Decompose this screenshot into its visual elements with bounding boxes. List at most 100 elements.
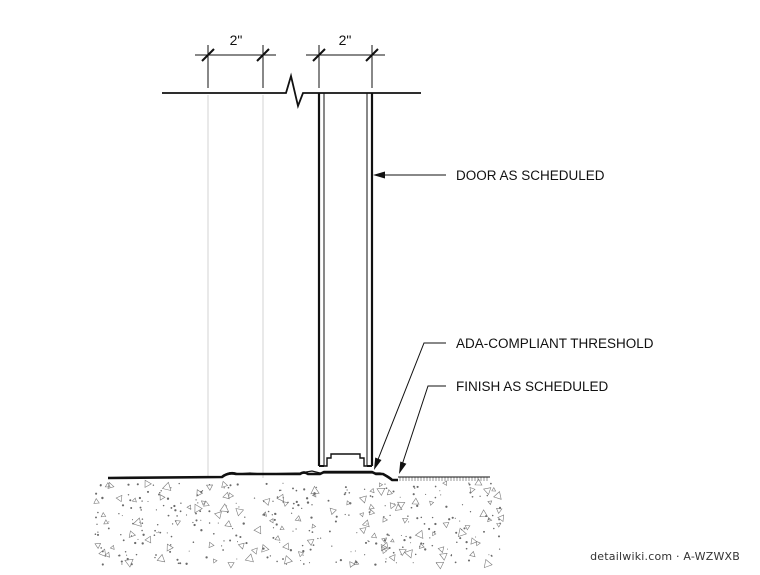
door-bottom-sweep bbox=[324, 453, 367, 467]
dimension-left bbox=[195, 45, 276, 88]
dimension-right-tick-b bbox=[365, 48, 379, 62]
aggregate-speck bbox=[141, 529, 143, 532]
aggregate-speck bbox=[96, 533, 100, 536]
aggregate-speck bbox=[159, 494, 166, 501]
aggregate-speck bbox=[344, 491, 347, 494]
aggregate-speck bbox=[382, 548, 388, 555]
aggregate-speck bbox=[266, 556, 269, 559]
aggregate-speck bbox=[368, 503, 375, 510]
aggregate-speck bbox=[138, 496, 142, 500]
aggregate-speck bbox=[175, 520, 177, 522]
door-leaf bbox=[317, 93, 374, 467]
aggregate-speck bbox=[483, 487, 492, 496]
aggregate-speck bbox=[195, 519, 198, 522]
aggregate-speck bbox=[155, 509, 157, 511]
aggregate-speck bbox=[471, 495, 474, 498]
aggregate-speck bbox=[385, 558, 387, 560]
aggregate-speck bbox=[295, 528, 297, 530]
aggregate-speck bbox=[235, 508, 245, 517]
aggregate-speck bbox=[311, 531, 314, 533]
aggregate-speck bbox=[176, 558, 179, 561]
aggregate-speck bbox=[370, 532, 377, 539]
aggregate-speck bbox=[474, 478, 483, 486]
aggregate-speck bbox=[499, 506, 501, 509]
aggregate-speck bbox=[442, 480, 448, 486]
aggregate-speck bbox=[272, 536, 275, 539]
aggregate-speck bbox=[418, 542, 425, 549]
aggregate-speck bbox=[195, 499, 197, 501]
aggregate-speck bbox=[439, 553, 448, 561]
aggregate-speck bbox=[269, 555, 272, 557]
aggregate-speck bbox=[154, 556, 156, 559]
aggregate-speck bbox=[236, 483, 239, 486]
aggregate-speck bbox=[470, 537, 478, 545]
aggregate-speck bbox=[122, 539, 125, 542]
aggregate-speck bbox=[239, 535, 242, 539]
aggregate-speck bbox=[437, 546, 445, 554]
aggregate-speck bbox=[208, 541, 215, 549]
aggregate-speck bbox=[383, 515, 385, 518]
aggregate-speck bbox=[348, 514, 350, 516]
aggregate-speck bbox=[124, 551, 127, 553]
aggregate-speck bbox=[467, 559, 471, 562]
aggregate-speck bbox=[409, 536, 412, 539]
aggregate-speck bbox=[455, 531, 458, 534]
aggregate-speck bbox=[223, 540, 225, 542]
aggregate-speck bbox=[126, 554, 128, 556]
aggregate-speck bbox=[174, 509, 177, 512]
aggregate-speck bbox=[485, 515, 488, 518]
aggregate-speck bbox=[311, 523, 317, 529]
aggregate-speck bbox=[469, 550, 476, 558]
dimension-right bbox=[306, 45, 385, 88]
aggregate-speck bbox=[423, 523, 426, 525]
aggregate-speck bbox=[380, 541, 389, 550]
aggregate-speck bbox=[386, 489, 393, 496]
aggregate-speck bbox=[236, 558, 238, 560]
aggregate-speck bbox=[214, 511, 222, 520]
aggregate-speck bbox=[236, 541, 239, 543]
aggregate-speck bbox=[424, 548, 427, 551]
aggregate-speck bbox=[461, 504, 464, 506]
aggregate-speck bbox=[392, 551, 395, 554]
aggregate-speck bbox=[201, 490, 204, 492]
aggregate-speck bbox=[171, 523, 174, 525]
aggregate-speck bbox=[245, 542, 248, 545]
aggregate-speck bbox=[135, 553, 138, 556]
aggregate-speck bbox=[312, 544, 315, 546]
callout-finish: FINISH AS SCHEDULED bbox=[456, 379, 609, 394]
aggregate-speck bbox=[329, 507, 337, 516]
aggregate-speck bbox=[295, 500, 298, 504]
aggregate-speck bbox=[221, 480, 229, 488]
aggregate-speck bbox=[394, 503, 403, 511]
aggregate-speck bbox=[403, 538, 406, 542]
aggregate-speck bbox=[94, 533, 97, 535]
aggregate-speck bbox=[147, 500, 149, 503]
aggregate-speck bbox=[431, 516, 434, 519]
aggregate-speck bbox=[250, 547, 258, 555]
aggregate-speck bbox=[253, 525, 262, 535]
aggregate-speck bbox=[463, 527, 466, 530]
aggregate-speck bbox=[374, 563, 377, 566]
aggregate-speck bbox=[173, 504, 176, 508]
leader-finish-line bbox=[401, 385, 446, 466]
aggregate-speck bbox=[491, 514, 494, 517]
aggregate-speck bbox=[435, 562, 438, 564]
aggregate-speck bbox=[160, 490, 162, 492]
aggregate-speck bbox=[97, 511, 99, 514]
aggregate-speck bbox=[464, 525, 471, 531]
aggregate-speck bbox=[294, 515, 302, 522]
aggregate-speck bbox=[217, 522, 219, 524]
aggregate-speck bbox=[228, 492, 235, 499]
aggregate-speck bbox=[154, 529, 156, 532]
aggregate-speck bbox=[388, 534, 390, 537]
aggregate-speck bbox=[401, 546, 404, 549]
aggregate-speck bbox=[404, 549, 413, 559]
aggregate-speck bbox=[120, 533, 122, 536]
aggregate-speck bbox=[379, 482, 384, 488]
aggregate-speck bbox=[98, 548, 107, 557]
aggregate-speck bbox=[425, 493, 427, 495]
aggregate-speck bbox=[279, 525, 285, 531]
aggregate-speck bbox=[158, 531, 160, 533]
watermark-code: A-WZWXB bbox=[683, 550, 740, 563]
aggregate-speck bbox=[344, 486, 347, 489]
